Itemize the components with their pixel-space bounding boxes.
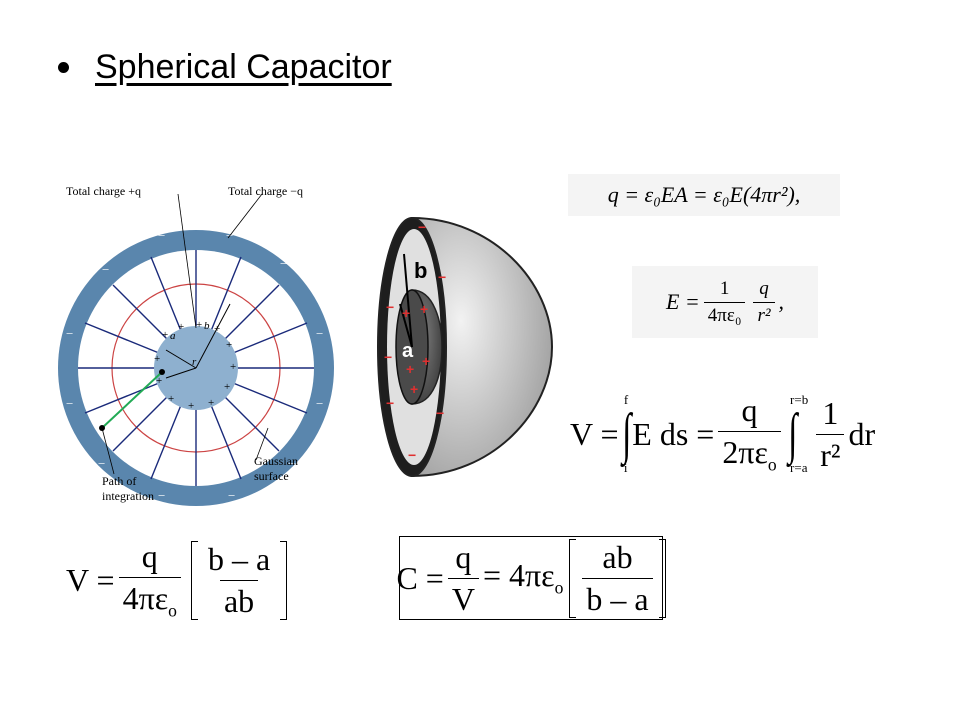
bracket: ab b – a (569, 538, 666, 618)
title-row: Spherical Capacitor (58, 48, 392, 87)
integral-icon: ∫ (621, 403, 631, 465)
integral-icon: ∫ (787, 403, 797, 465)
svg-text:−: − (316, 326, 323, 341)
svg-text:+: + (208, 397, 214, 409)
formula-field-frac2: q r² (753, 278, 775, 327)
svg-text:−: − (98, 456, 105, 471)
svg-text:−: − (436, 405, 444, 421)
bracket: b – a ab (190, 540, 288, 620)
svg-text:−: − (228, 488, 235, 503)
svg-text:+: + (196, 319, 202, 331)
svg-text:+: + (420, 301, 428, 317)
svg-text:−: − (316, 396, 323, 411)
svg-text:+: + (156, 375, 162, 387)
svg-text:−: − (280, 256, 287, 271)
formula-capacitance: C = q V = 4πεo ab b – a (396, 536, 666, 620)
svg-text:−: − (102, 262, 109, 277)
svg-text:+: + (188, 400, 194, 412)
svg-text:−: − (288, 456, 295, 471)
svg-text:+: + (224, 381, 230, 393)
svg-text:+: + (422, 353, 430, 369)
svg-text:−: − (408, 447, 416, 463)
formula-gauss-law: q = ε₀EA = ε₀E(4πr²), (568, 174, 840, 216)
field-lines (78, 250, 314, 486)
label-b: b (204, 320, 210, 332)
label-a: a (170, 330, 176, 342)
svg-text:−: − (158, 228, 165, 243)
label-b: b (414, 258, 428, 283)
cross-section-diagram: ++++ ++++ ++++ −−−− −−−− −−−− Total char… (58, 178, 342, 510)
svg-text:+: + (154, 353, 160, 365)
label-total-charge-plus: Total charge +q (66, 184, 142, 198)
svg-text:+: + (410, 381, 418, 397)
svg-text:+: + (402, 305, 410, 321)
formula-gauss-law-text: q = ε₀EA = ε₀E(4πr²), (607, 182, 801, 207)
formula-potential-result: V = q 4πεo b – a ab (66, 538, 288, 621)
svg-text:−: − (386, 299, 394, 315)
label-total-charge-minus: Total charge −q (228, 184, 304, 198)
slide-title: Spherical Capacitor (95, 48, 392, 86)
hemisphere-svg: −−−− −−− +++++ (377, 216, 554, 478)
svg-text:−: − (438, 269, 446, 285)
svg-text:+: + (168, 393, 174, 405)
svg-text:−: − (418, 219, 426, 235)
svg-text:+: + (226, 339, 232, 351)
svg-text:+: + (178, 321, 184, 333)
hemisphere-diagram: −−−− −−− +++++ b a (372, 212, 558, 482)
label-gaussian-surface: Gaussian surface (254, 454, 298, 483)
formula-field: E = 1 4πε₀ q r² , (632, 266, 818, 338)
formula-v-lhs: V = (570, 415, 619, 452)
integration-path (101, 371, 163, 429)
formula-field-lhs: E = (665, 289, 700, 314)
bullet-icon (58, 62, 69, 73)
svg-text:−: − (158, 488, 165, 503)
svg-text:−: − (66, 396, 73, 411)
label-a: a (402, 340, 414, 362)
cross-section-svg: ++++ ++++ ++++ −−−− −−−− −−−− (58, 178, 342, 510)
label-r: r (192, 356, 197, 368)
svg-text:+: + (230, 361, 236, 373)
svg-text:+: + (406, 361, 414, 377)
label-path-of-integration: Path of integration (102, 474, 154, 503)
formula-field-frac1: 1 4πε₀ (703, 278, 746, 327)
svg-text:−: − (386, 395, 394, 411)
svg-text:+: + (162, 329, 168, 341)
svg-text:−: − (384, 349, 392, 365)
svg-text:−: − (66, 326, 73, 341)
formula-potential-integral: V = ∫ f i E ds = q 2πεo ∫ r=b r=a 1 r² d… (570, 392, 876, 475)
